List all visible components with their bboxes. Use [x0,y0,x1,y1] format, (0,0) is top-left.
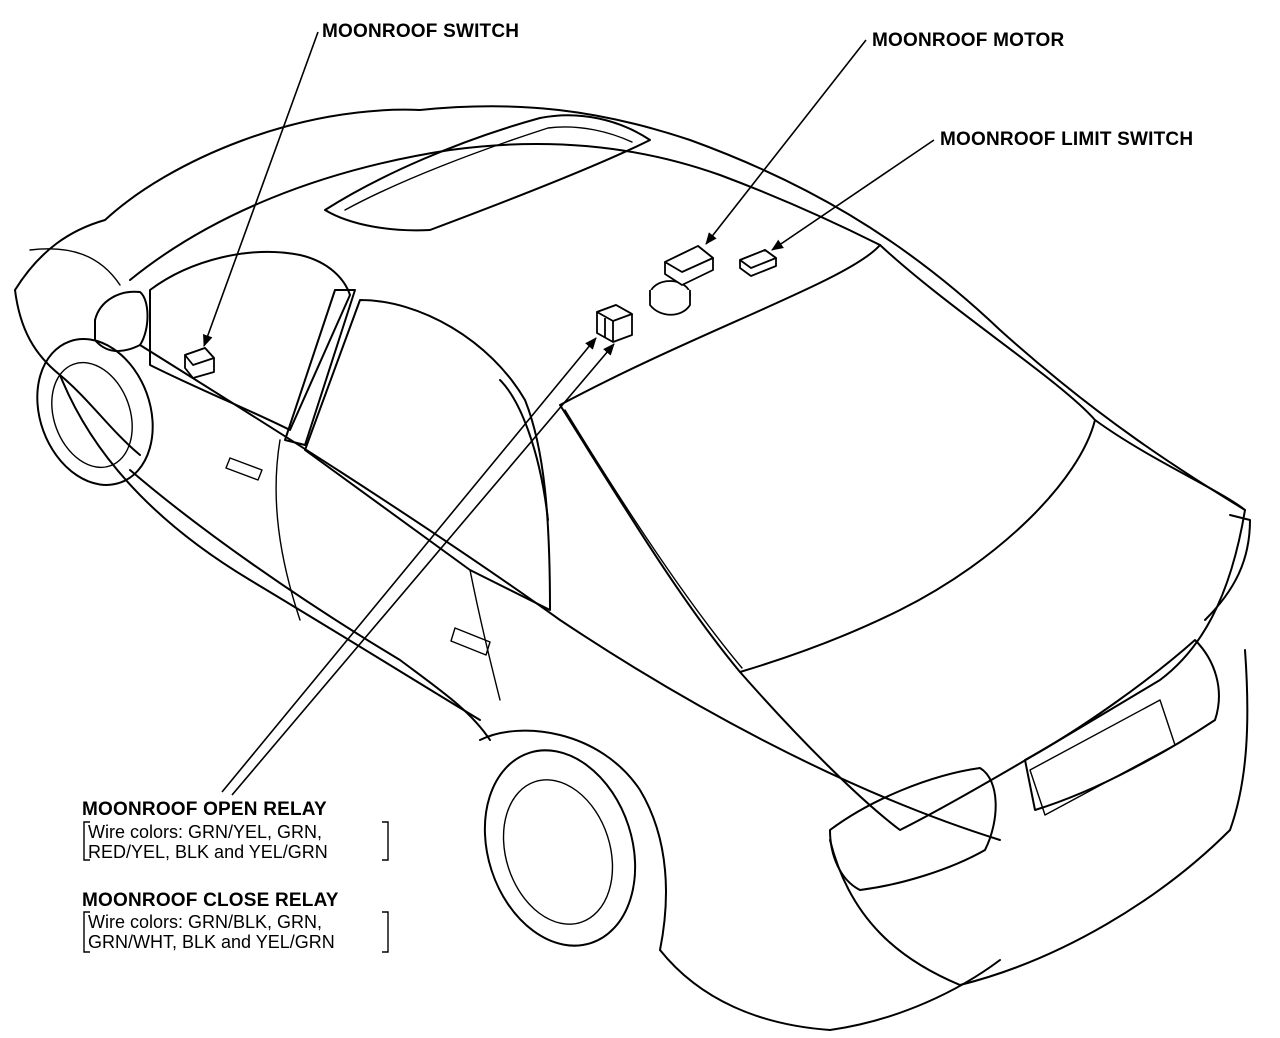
moonroof-motor-component [649,245,714,316]
rear-door-window [304,299,551,611]
car-roof-outline [14,105,1246,511]
label-moonroof-switch: MOONROOF SWITCH [322,21,519,42]
close-relay-callout: MOONROOF CLOSE RELAY Wire colors: GRN/BL… [82,890,389,953]
car-hood [14,289,141,456]
label-moonroof-motor: MOONROOF MOTOR [872,30,1065,51]
door-line-rear [469,569,501,701]
leader-moonroof-limit-switch [771,139,935,251]
door-line-front [275,439,301,621]
leader-close-relay [231,343,615,796]
trunk-lid [739,419,1246,831]
open-relay-wires-line1: Wire colors: GRN/YEL, GRN, [88,822,322,842]
close-relay-wires-line1: Wire colors: GRN/BLK, GRN, [88,912,322,932]
rear-window [559,244,1096,673]
rocker [129,469,491,741]
left-tail-light [829,767,997,891]
leader-moonroof-motor [705,39,867,245]
car-outline [14,105,1251,1031]
label-open-relay: MOONROOF OPEN RELAY [82,799,327,820]
moonroof-switch-component [184,347,215,379]
rear-wheel [483,749,637,947]
car-roof-inner [129,143,881,281]
label-moonroof-limit-switch: MOONROOF LIMIT SWITCH [940,129,1193,150]
moonroof-limit-switch-component [739,249,777,277]
lower-body [59,374,481,721]
close-relay-wires-line2: GRN/WHT, BLK and YEL/GRN [88,932,335,952]
label-close-relay: MOONROOF CLOSE RELAY [82,890,339,911]
front-door-window [149,250,351,431]
car-fender-line [29,248,121,286]
side-mirror [94,290,149,352]
front-wheel [36,338,154,486]
front-door-handle [225,457,263,481]
rear-spoiler [1204,514,1251,621]
leader-open-relay [221,337,597,793]
moonroof-glass [324,114,651,232]
belt-line [139,344,1001,841]
rear-quarter-window [499,379,549,521]
rear-bumper [829,649,1249,986]
right-tail-light [1024,639,1220,811]
open-relay-wires-line2: RED/YEL, BLK and YEL/GRN [88,842,328,862]
license-plate-area [1029,699,1176,816]
moonroof-relay-component [596,304,633,343]
rear-door-handle [450,627,491,656]
b-pillar [284,289,356,446]
leader-moonroof-switch [203,31,319,347]
open-relay-callout: MOONROOF OPEN RELAY Wire colors: GRN/YEL… [82,799,389,862]
